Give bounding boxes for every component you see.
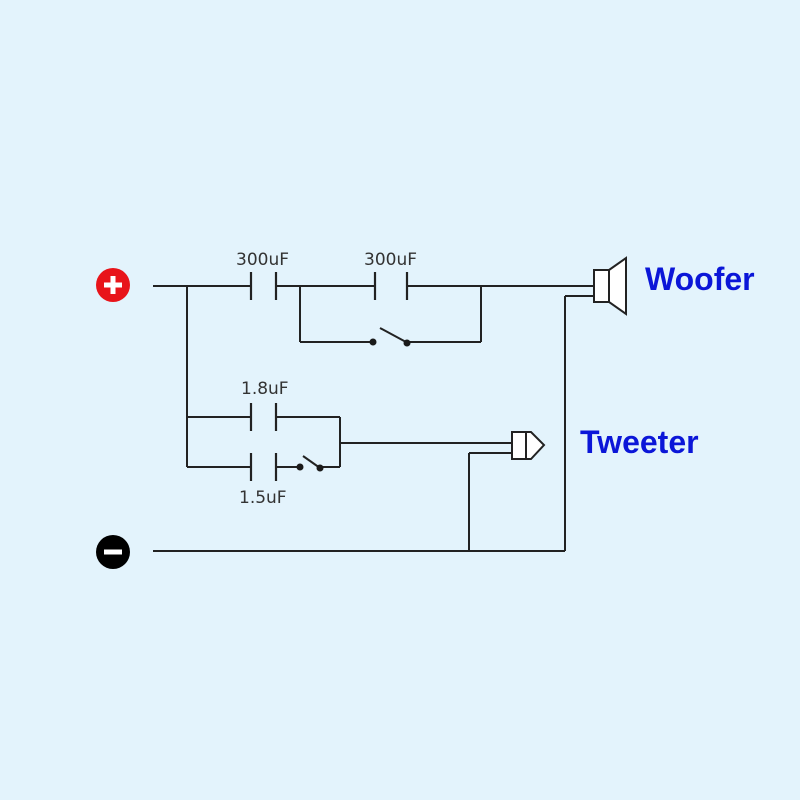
positive-terminal-icon [96,268,130,302]
capacitor-woofer-c2 [373,272,409,300]
capacitor-label-woofer-c1: 300uF [236,250,289,270]
negative-terminal-icon [96,535,130,569]
capacitor-tweeter-c1 [249,403,278,431]
woofer-speaker-icon [593,256,627,316]
circuit-wires [153,285,594,552]
woofer-switch [369,327,411,347]
capacitor-label-tweeter-c2: 1.5uF [239,488,287,508]
capacitor-woofer-c1 [249,272,278,300]
tweeter-switch [296,455,324,472]
tweeter-speaker-icon [511,431,546,460]
woofer-label: Woofer [645,261,755,297]
capacitor-tweeter-c2 [249,453,278,481]
tweeter-label: Tweeter [580,424,699,460]
capacitor-label-woofer-c2: 300uF [364,250,417,270]
capacitor-label-tweeter-c1: 1.8uF [241,379,289,399]
